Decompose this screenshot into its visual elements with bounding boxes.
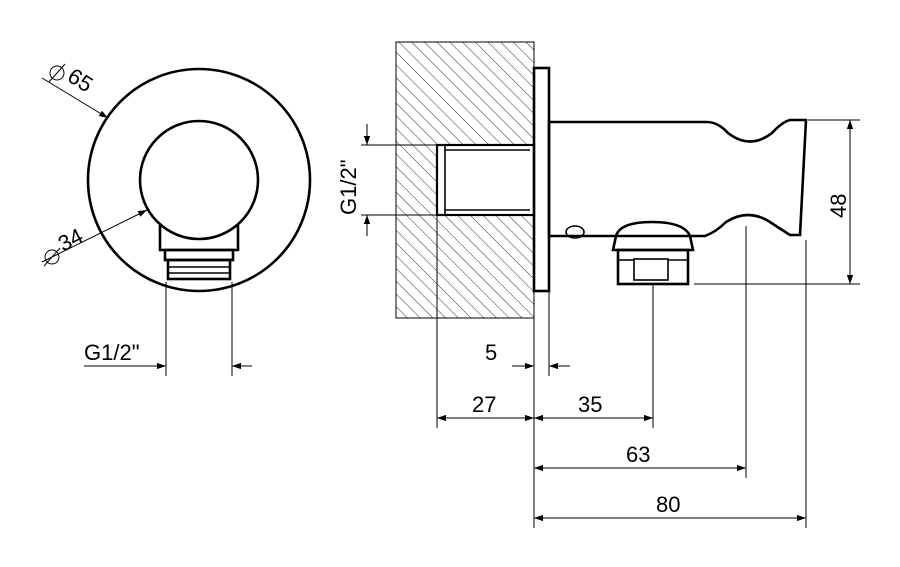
dia65-label: 65 [63, 63, 97, 97]
height-label: 48 [826, 194, 851, 218]
dia34-symbol [44, 249, 60, 265]
outlet-nut [616, 248, 690, 286]
flange-thickness-label: 5 [485, 340, 497, 365]
dia65-symbol [49, 65, 65, 81]
overall-length-label: 80 [656, 492, 680, 517]
front-stub-nut [163, 248, 235, 262]
flange [532, 66, 551, 293]
side-thread-label: G1/2" [336, 159, 361, 215]
front-stub-thread [166, 258, 232, 281]
outlet-cap [611, 220, 695, 252]
front-stub-body [158, 225, 240, 252]
vent-hole [565, 225, 585, 239]
inner-body-circle [138, 119, 260, 241]
outlet-nut-face [633, 258, 669, 281]
thread-hole [435, 143, 536, 217]
outlet-position-label: 35 [578, 392, 602, 417]
front-view: 65 34 G1/2" [41, 63, 312, 376]
holder-center-label: 63 [626, 442, 650, 467]
outer-flange-circle [86, 67, 312, 293]
thread-depth-label: 27 [472, 392, 496, 417]
front-thread-label: G1/2" [84, 340, 140, 365]
side-view: G1/2" 48 5 27 35 63 80 [336, 41, 860, 528]
dia65-leader [41, 77, 109, 119]
dia34-leader [41, 209, 148, 263]
dia34-label: 34 [54, 223, 87, 256]
holder-body [547, 118, 808, 238]
